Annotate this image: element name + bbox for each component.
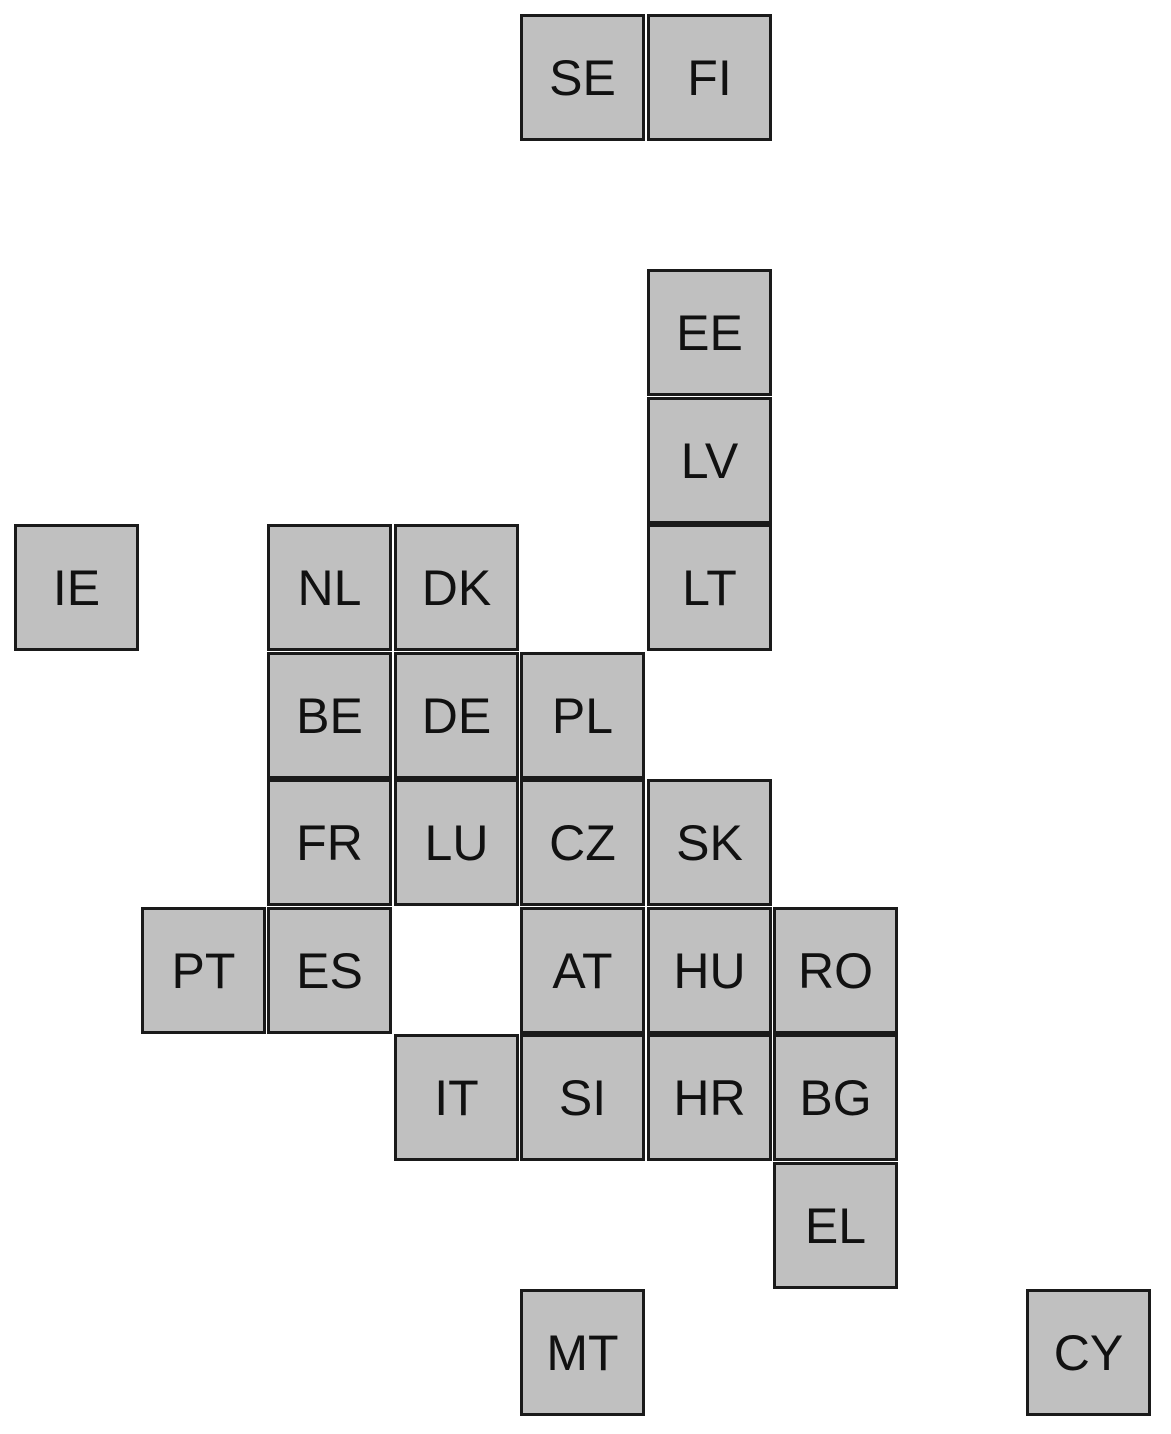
country-tile-lv: LV <box>647 397 772 524</box>
country-tile-be: BE <box>267 652 392 779</box>
country-tile-hr: HR <box>647 1034 772 1161</box>
country-tile-dk: DK <box>394 524 519 651</box>
country-tile-nl: NL <box>267 524 392 651</box>
country-tile-bg: BG <box>773 1034 898 1161</box>
country-tile-si: SI <box>520 1034 645 1161</box>
country-tile-fr: FR <box>267 779 392 906</box>
country-tile-mt: MT <box>520 1289 645 1416</box>
country-tile-de: DE <box>394 652 519 779</box>
country-tile-sk: SK <box>647 779 772 906</box>
country-tile-lu: LU <box>394 779 519 906</box>
country-tile-lt: LT <box>647 524 772 651</box>
country-tile-ie: IE <box>14 524 139 651</box>
country-tile-hu: HU <box>647 907 772 1034</box>
country-tile-fi: FI <box>647 14 772 141</box>
country-tile-es: ES <box>267 907 392 1034</box>
country-tile-ee: EE <box>647 269 772 396</box>
country-tile-at: AT <box>520 907 645 1034</box>
country-tile-ro: RO <box>773 907 898 1034</box>
country-tile-pt: PT <box>141 907 266 1034</box>
country-tile-pl: PL <box>520 652 645 779</box>
country-tile-cz: CZ <box>520 779 645 906</box>
country-tile-se: SE <box>520 14 645 141</box>
country-tile-cy: CY <box>1026 1289 1151 1416</box>
country-tile-el: EL <box>773 1162 898 1289</box>
country-tile-it: IT <box>394 1034 519 1161</box>
